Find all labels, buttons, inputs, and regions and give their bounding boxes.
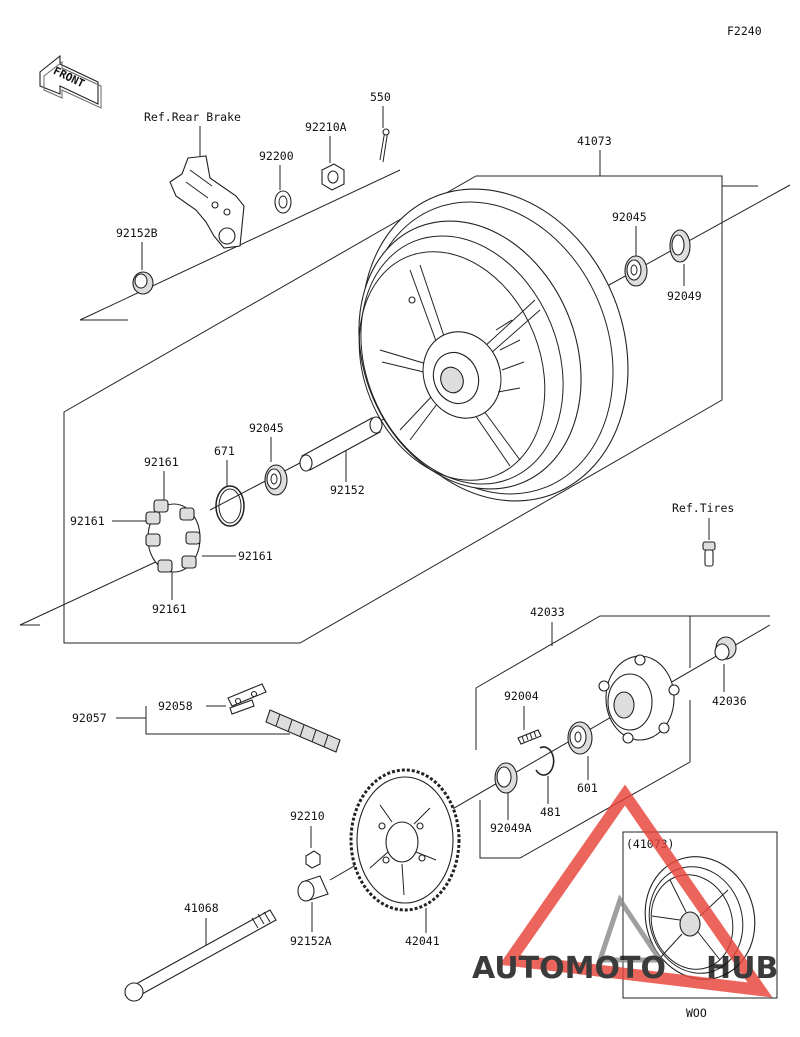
label-92045-top: 92045 xyxy=(612,210,647,224)
label-92057: 92057 xyxy=(72,711,107,725)
front-arrow-icon: FRONT xyxy=(39,54,102,109)
bearing-92045-top xyxy=(624,255,648,287)
chain-leaders xyxy=(116,705,290,735)
label-92200: 92200 xyxy=(259,149,294,163)
label-92152A: 92152A xyxy=(290,934,332,948)
watermark-text-right: HUB xyxy=(706,951,778,986)
diagram-code: F2240 xyxy=(727,24,762,38)
label-42033: 42033 xyxy=(530,605,565,619)
circlip-481 xyxy=(535,746,555,776)
label-92049: 92049 xyxy=(667,289,702,303)
label-92004: 92004 xyxy=(504,689,539,703)
label-481: 481 xyxy=(540,805,561,819)
collar-92152B xyxy=(132,271,154,295)
watermark-logo: AUTOMOTO HUB xyxy=(472,784,778,998)
washer-92200 xyxy=(274,190,292,214)
collar-42036 xyxy=(714,636,737,661)
label-42041: 42041 xyxy=(405,934,440,948)
watermark-text-left: AUTOMOTO xyxy=(472,951,666,986)
rear-sprocket-42041 xyxy=(349,768,461,912)
oil-seal-92049 xyxy=(669,229,691,263)
collar-92152 xyxy=(299,416,383,472)
oil-seal-92049A xyxy=(494,762,518,794)
label-92210: 92210 xyxy=(290,809,325,823)
hub-damper-92161 xyxy=(145,499,201,573)
ref-rear-brake-label: Ref.Rear Brake xyxy=(144,110,241,124)
label-92058: 92058 xyxy=(158,699,193,713)
rear-wheel-41073 xyxy=(358,188,629,502)
valve-stem-icon xyxy=(702,541,716,567)
label-92161-right: 92161 xyxy=(238,549,273,563)
rear-axle-41068 xyxy=(124,909,277,1002)
collar-92152A xyxy=(297,875,329,902)
nut-92210A xyxy=(321,163,345,191)
inset-code-label: WOO xyxy=(686,1006,707,1020)
nut-92210 xyxy=(305,850,321,869)
sprocket-group-outline xyxy=(475,615,770,859)
o-ring-671 xyxy=(215,485,245,527)
drive-chain-92057 xyxy=(227,683,341,753)
bearing-601 xyxy=(567,721,593,755)
label-41073: 41073 xyxy=(577,134,612,148)
label-92045-mid: 92045 xyxy=(249,421,284,435)
label-42036: 42036 xyxy=(712,694,747,708)
label-601: 601 xyxy=(577,781,598,795)
bearing-92045-mid xyxy=(264,464,288,496)
watermark-triangle-icon xyxy=(499,784,773,998)
label-41068: 41068 xyxy=(184,901,219,915)
label-92152: 92152 xyxy=(330,483,365,497)
label-92161-top: 92161 xyxy=(144,455,179,469)
label-550: 550 xyxy=(370,90,391,104)
sprocket-coupling-42033 xyxy=(598,654,680,744)
stud-92004 xyxy=(517,729,542,745)
label-92161-bottom: 92161 xyxy=(152,602,187,616)
label-92152B: 92152B xyxy=(116,226,158,240)
cotter-pin-550 xyxy=(379,128,390,163)
label-92049A: 92049A xyxy=(490,821,532,835)
label-92161-left: 92161 xyxy=(70,514,105,528)
label-92210A: 92210A xyxy=(305,120,347,134)
brake-bracket xyxy=(169,155,245,249)
ref-tires-label: Ref.Tires xyxy=(672,501,734,515)
label-671: 671 xyxy=(214,444,235,458)
